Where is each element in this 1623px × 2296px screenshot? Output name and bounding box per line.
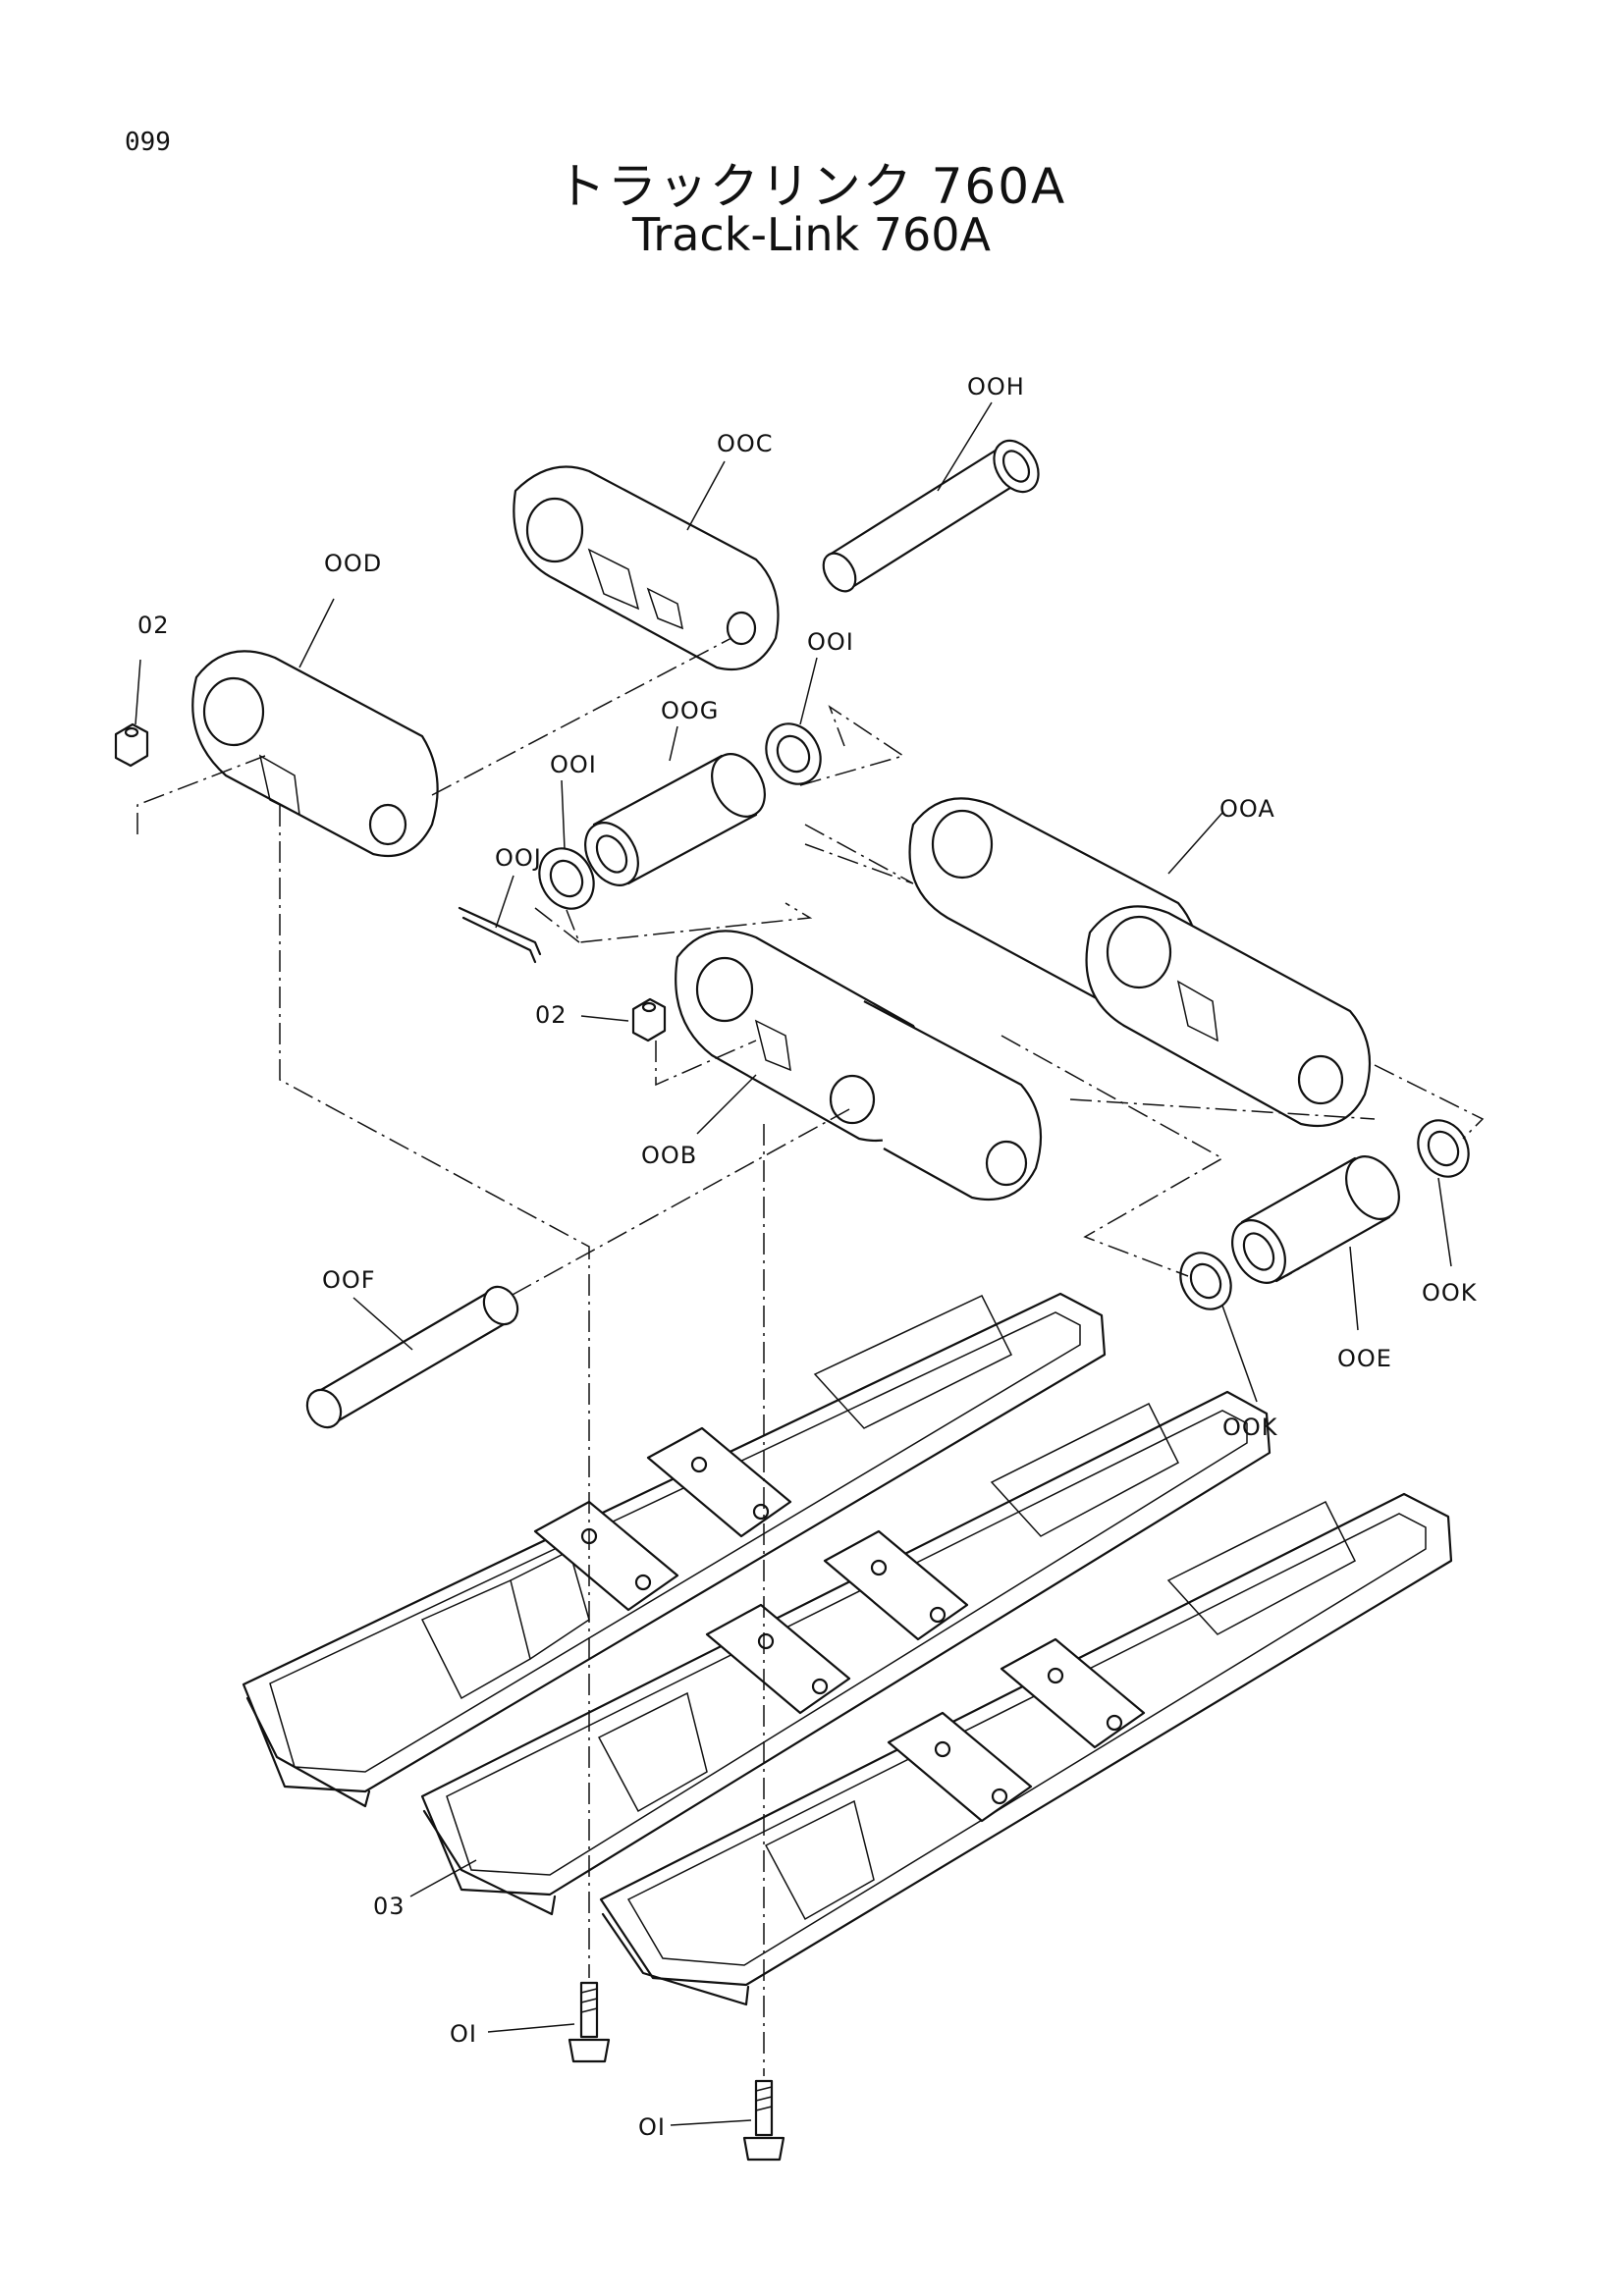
link-00B bbox=[675, 930, 1043, 1201]
label-00E: OOE bbox=[1337, 1345, 1392, 1372]
link-00A bbox=[908, 797, 1372, 1128]
assembly-lines bbox=[136, 637, 1485, 2076]
track-shoe-front bbox=[599, 1492, 1453, 2006]
label-00D: OOD bbox=[324, 550, 382, 577]
seal-00I-upper bbox=[765, 722, 822, 785]
nut-02-middle bbox=[631, 997, 667, 1042]
label-01-right: OI bbox=[638, 2113, 666, 2141]
leader-lines bbox=[135, 401, 1452, 2126]
label-00J: OOJ bbox=[495, 844, 542, 872]
label-02-middle: 02 bbox=[535, 1001, 568, 1029]
page-number: 099 bbox=[125, 128, 171, 157]
label-00C: OOC bbox=[717, 430, 774, 457]
seal-00I-lower bbox=[538, 847, 595, 910]
label-00K-left: OOK bbox=[1222, 1414, 1278, 1441]
title-english: Track-Link 760A bbox=[631, 208, 992, 261]
label-00A: OOA bbox=[1219, 795, 1275, 823]
title-japanese: トラックリンク 760A bbox=[556, 158, 1067, 215]
label-00I-lower: OOI bbox=[550, 751, 597, 778]
label-00G: OOG bbox=[661, 697, 719, 724]
pin-00F bbox=[305, 1285, 519, 1429]
label-00H: OOH bbox=[967, 373, 1025, 400]
label-03: 03 bbox=[373, 1893, 406, 1920]
bolt-01-left bbox=[568, 1981, 611, 2063]
track-shoe-middle bbox=[420, 1390, 1271, 1916]
link-00C bbox=[513, 465, 780, 671]
pin-00J bbox=[458, 906, 542, 964]
label-00I-upper: OOI bbox=[807, 628, 854, 656]
label-02-top: 02 bbox=[137, 612, 170, 639]
label-01-left: OI bbox=[450, 2020, 477, 2048]
callout-labels: OOH OOC OOD 02 OOI OOG OOI OOJ OOA 02 OO… bbox=[137, 373, 1478, 2141]
label-00F: OOF bbox=[322, 1266, 376, 1294]
track-shoe-back bbox=[242, 1292, 1107, 1808]
shoe-plates bbox=[533, 1426, 1146, 1823]
nut-02-top bbox=[114, 722, 149, 768]
seal-00K-right bbox=[1417, 1119, 1470, 1178]
seal-00K-left bbox=[1179, 1252, 1232, 1310]
label-00K-right: OOK bbox=[1422, 1279, 1478, 1307]
pin-00H bbox=[822, 439, 1040, 593]
link-00D bbox=[191, 650, 439, 858]
bolt-01-right bbox=[742, 2079, 785, 2162]
bushing-00E bbox=[1231, 1155, 1400, 1284]
label-00B: OOB bbox=[641, 1142, 697, 1169]
bushing-00G bbox=[584, 753, 766, 886]
